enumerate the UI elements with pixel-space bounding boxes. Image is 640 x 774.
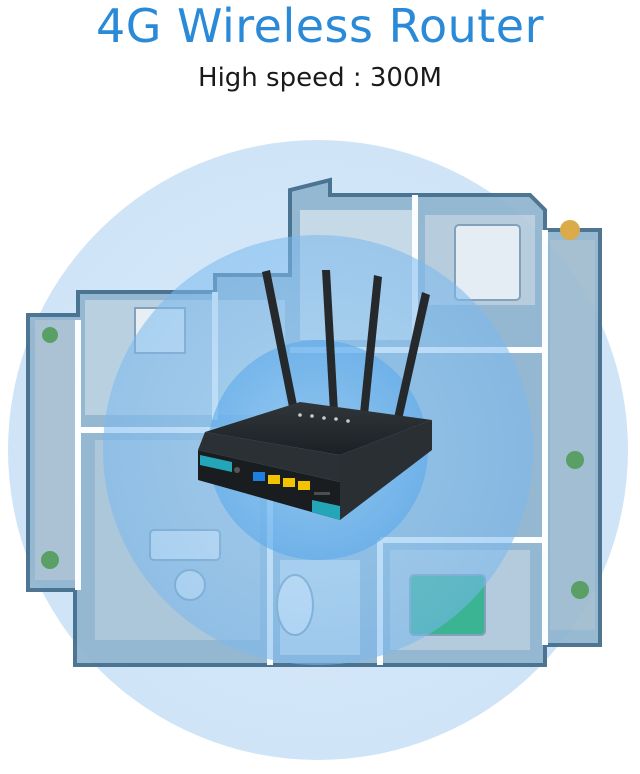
antenna-icon bbox=[262, 270, 430, 422]
lan-port bbox=[268, 475, 280, 484]
router-floorplan-illustration bbox=[8, 140, 628, 760]
power-jack bbox=[234, 467, 240, 473]
page-title: 4G Wireless Router bbox=[95, 0, 545, 53]
router-device bbox=[198, 270, 432, 520]
sim-slot bbox=[314, 492, 330, 495]
page-subtitle: High speed : 300M bbox=[198, 63, 442, 93]
lan-port bbox=[283, 478, 295, 487]
wan-port bbox=[253, 472, 265, 481]
lan-port bbox=[298, 481, 310, 490]
